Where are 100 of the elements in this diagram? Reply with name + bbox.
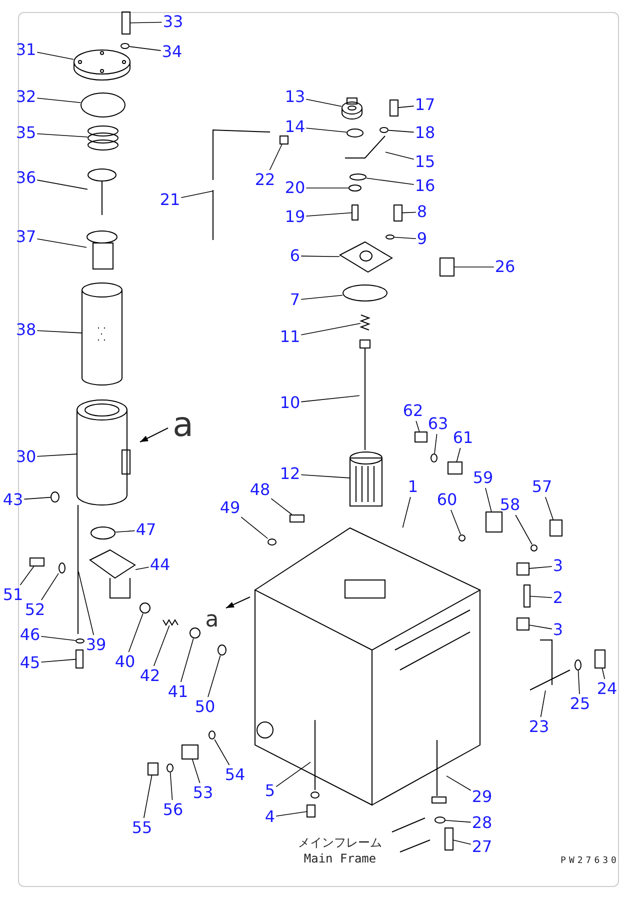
- leader-line: [269, 144, 282, 170]
- callout-number: 11: [280, 328, 300, 346]
- callout-number: 5: [264, 782, 276, 800]
- callout-number: 45: [20, 654, 40, 672]
- leader-line: [128, 613, 144, 652]
- callout-number: 21: [160, 191, 180, 209]
- callout-number: 29: [472, 788, 492, 806]
- callout-number: 3: [552, 557, 564, 575]
- leader-line: [300, 395, 360, 402]
- leader-line: [300, 256, 340, 258]
- callout-number: 17: [414, 96, 436, 114]
- callout-number: 8: [416, 203, 428, 221]
- bolt-drawing: [390, 100, 398, 116]
- leader-line: [529, 624, 552, 630]
- callout-number: 24: [596, 680, 618, 698]
- leader-line: [41, 573, 59, 600]
- callout-number: 47: [136, 521, 156, 539]
- leader-line: [36, 180, 88, 190]
- callout-number: 43: [2, 491, 24, 509]
- bolt-drawing: [444, 828, 454, 850]
- bolt-drawing: [290, 514, 304, 522]
- leader-line: [20, 566, 34, 586]
- plug-drawing: [306, 804, 316, 818]
- washer-drawing: [58, 562, 66, 574]
- washer-drawing: [76, 638, 84, 644]
- callout-number: 56: [162, 801, 184, 819]
- spring-drawing: [162, 619, 178, 626]
- flange-drawing: [90, 549, 136, 598]
- leader-line: [602, 668, 606, 680]
- callout-number: 59: [472, 469, 494, 487]
- callout-number: 40: [114, 653, 136, 671]
- leader-line: [385, 152, 414, 160]
- callout-number: 14: [284, 118, 306, 136]
- bolt-drawing: [594, 650, 606, 668]
- valve-drawing: [486, 512, 502, 532]
- callout-number: 23: [528, 718, 550, 736]
- callout-number: 54: [224, 766, 246, 784]
- leader-line: [36, 98, 81, 104]
- leader-line: [454, 266, 494, 268]
- sensor-cable-drawing: [530, 640, 570, 690]
- o-ring-drawing: [430, 454, 438, 462]
- callout-number: 6: [290, 247, 300, 265]
- leader-line: [300, 322, 361, 336]
- strainer-drawing: [86, 230, 118, 270]
- callout-number: 31: [16, 41, 36, 59]
- leader-line: [388, 130, 414, 133]
- callout-number: 13: [284, 88, 306, 106]
- leader-line: [402, 496, 411, 528]
- elbow-drawing: [516, 618, 530, 630]
- callout-number: 28: [472, 814, 492, 832]
- leader-line: [130, 22, 162, 24]
- leader-line: [40, 636, 76, 641]
- leader-line: [540, 690, 546, 718]
- callout-number: 9: [416, 230, 428, 248]
- spring-drawing: [88, 126, 118, 150]
- leader-line: [276, 811, 307, 816]
- leader-line: [270, 498, 292, 515]
- leader-line: [446, 776, 472, 791]
- leader-line: [129, 46, 162, 51]
- adapter-drawing: [346, 128, 364, 138]
- sensor-drawing: [440, 258, 454, 276]
- leader-line: [36, 238, 87, 248]
- callout-number: 3: [552, 621, 564, 639]
- elbow-drawing: [148, 762, 158, 776]
- filter-element-drawing: [82, 282, 122, 386]
- leader-line: [515, 514, 532, 545]
- view-letter: a: [172, 405, 194, 445]
- leader-line: [192, 759, 200, 784]
- callout-number: 57: [532, 478, 552, 496]
- leader-line: [240, 516, 268, 539]
- leader-line: [416, 420, 420, 432]
- callout-number: 7: [290, 291, 300, 309]
- callout-number: 52: [24, 601, 46, 619]
- leader-line: [180, 638, 194, 682]
- leader-line: [36, 330, 82, 334]
- o-ring-drawing: [166, 764, 174, 772]
- callout-number: 33: [162, 13, 184, 31]
- plug-drawing: [140, 602, 150, 614]
- leader-line: [180, 190, 213, 198]
- leader-line: [306, 128, 347, 133]
- callout-number: 1: [408, 478, 418, 496]
- callout-number: 35: [16, 124, 36, 142]
- callout-number: 12: [280, 465, 300, 483]
- bolt-drawing: [122, 12, 130, 34]
- filter-drawing: [350, 452, 382, 506]
- leader-line: [36, 133, 88, 138]
- o-ring-drawing: [90, 526, 116, 540]
- leader-line: [300, 474, 350, 478]
- valve-drawing: [88, 168, 116, 216]
- callout-number: 42: [140, 667, 160, 685]
- callout-number: 37: [16, 228, 36, 246]
- callout-number: 60: [436, 491, 458, 509]
- leader-line: [545, 496, 554, 520]
- bolt-drawing: [394, 204, 402, 222]
- elbow-drawing: [516, 562, 530, 576]
- nut-drawing: [448, 462, 462, 474]
- callout-number: 34: [162, 43, 182, 61]
- elbow-drawing: [550, 520, 562, 536]
- bracket-drawing: [344, 136, 386, 158]
- seat-drawing: [190, 628, 200, 638]
